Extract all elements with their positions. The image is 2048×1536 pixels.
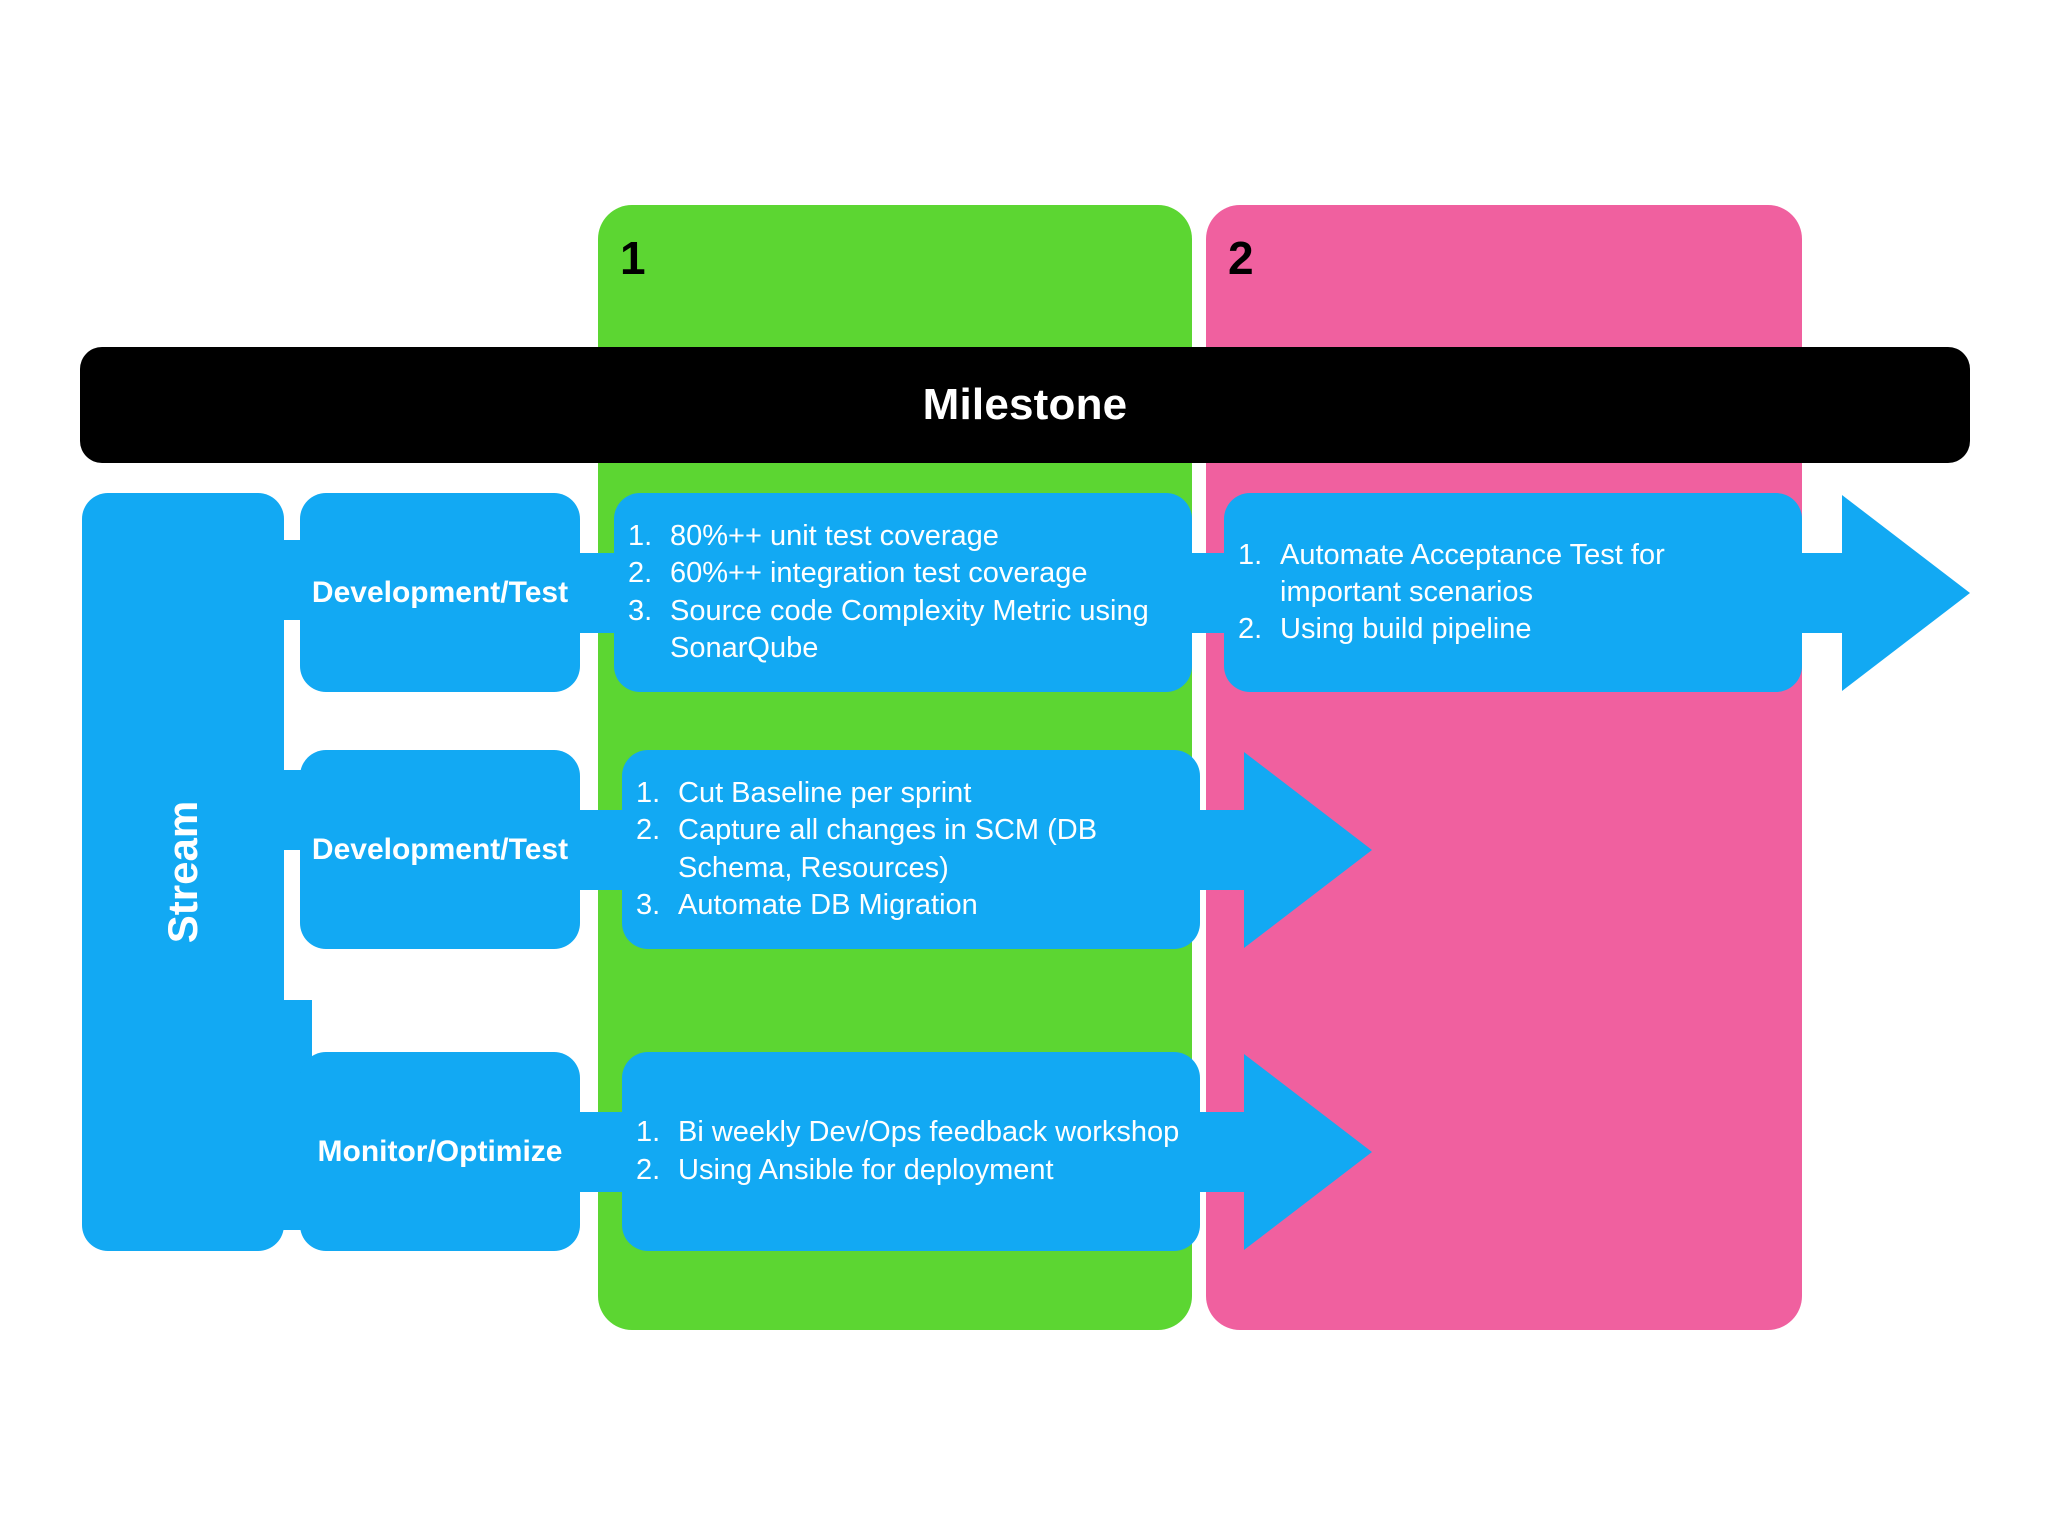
list-item-text: Using Ansible for deployment	[678, 1153, 1054, 1186]
list-item-text: Using build pipeline	[1280, 613, 1532, 646]
list-item-number: 2.	[636, 1153, 661, 1186]
arrow-head-lane1	[1842, 495, 1970, 691]
lane-card-connector-3	[570, 1112, 630, 1192]
list-item-number: 2.	[1238, 613, 1263, 646]
list-item: 2. 60%++ integration test coverage	[614, 555, 1192, 592]
list-item-number: 2.	[636, 814, 661, 847]
list-item-text: 80%++ unit test coverage	[670, 520, 999, 553]
lane-label-box-2[interactable]: Development/Test	[300, 750, 580, 949]
content-card-lane1-phase1[interactable]: 1. 80%++ unit test coverage 2. 60%++ int…	[614, 493, 1192, 692]
list-item: 3. Automate DB Migration	[622, 887, 1200, 924]
lane-label-box-3[interactable]: Monitor/Optimize	[300, 1052, 580, 1251]
list-item: 2. Using Ansible for deployment	[622, 1152, 1200, 1189]
stream-label: Stream	[159, 800, 206, 944]
arrow-stem-lane3	[1188, 1112, 1252, 1192]
lane-label-2: Development/Test	[311, 832, 569, 866]
list-item-number: 1.	[1238, 538, 1263, 571]
list-item-text: Source code Complexity Metric using Sona…	[670, 594, 1149, 664]
list-item-text: Automate Acceptance Test for important s…	[1280, 538, 1665, 608]
arrow-head-lane2	[1244, 752, 1372, 948]
list-item: 1. Bi weekly Dev/Ops feedback workshop	[622, 1114, 1200, 1151]
phase-number-1: 1	[620, 232, 646, 284]
milestone-label: Milestone	[922, 380, 1128, 429]
content-list: 1. Automate Acceptance Test for importan…	[1224, 537, 1802, 648]
arrow-stem-lane1	[1790, 553, 1850, 633]
list-item: 1. 80%++ unit test coverage	[614, 518, 1192, 555]
list-item-text: Automate DB Migration	[678, 888, 978, 921]
list-item: 3. Source code Complexity Metric using S…	[614, 593, 1192, 667]
stream-panel[interactable]: Stream	[82, 493, 284, 1251]
arrow-head-lane3	[1244, 1054, 1372, 1250]
list-item-number: 1.	[636, 1116, 661, 1149]
arrow-stem-lane2	[1188, 810, 1252, 890]
milestone-bar[interactable]: Milestone	[80, 347, 1970, 463]
list-item: 2. Capture all changes in SCM (DB Schema…	[622, 812, 1200, 886]
list-item: 1. Automate Acceptance Test for importan…	[1224, 537, 1802, 611]
list-item-text: Cut Baseline per sprint	[678, 777, 972, 810]
lane-label-1: Development/Test	[311, 575, 569, 609]
list-item: 1. Cut Baseline per sprint	[622, 775, 1200, 812]
phase-number-2: 2	[1228, 232, 1254, 284]
content-list: 1. 80%++ unit test coverage 2. 60%++ int…	[614, 518, 1192, 666]
list-item-number: 2.	[628, 557, 653, 590]
list-item-text: Capture all changes in SCM (DB Schema, R…	[678, 814, 1098, 884]
list-item-number: 3.	[636, 888, 661, 921]
lane-label-box-1[interactable]: Development/Test	[300, 493, 580, 692]
content-card-lane2-phase1[interactable]: 1. Cut Baseline per sprint 2. Capture al…	[622, 750, 1200, 949]
list-item-number: 1.	[628, 520, 653, 553]
list-item-text: 60%++ integration test coverage	[670, 557, 1088, 590]
list-item-number: 3.	[628, 594, 653, 627]
list-item-number: 1.	[636, 777, 661, 810]
list-item: 2. Using build pipeline	[1224, 611, 1802, 648]
lane-label-3: Monitor/Optimize	[317, 1134, 563, 1168]
list-item-text: Bi weekly Dev/Ops feedback workshop	[678, 1116, 1180, 1149]
content-list: 1. Bi weekly Dev/Ops feedback workshop 2…	[622, 1114, 1200, 1188]
lane-card-connector-2	[570, 810, 630, 890]
content-list: 1. Cut Baseline per sprint 2. Capture al…	[622, 775, 1200, 923]
content-card-lane1-phase2[interactable]: 1. Automate Acceptance Test for importan…	[1224, 493, 1802, 692]
content-card-lane3-phase1[interactable]: 1. Bi weekly Dev/Ops feedback workshop 2…	[622, 1052, 1200, 1251]
